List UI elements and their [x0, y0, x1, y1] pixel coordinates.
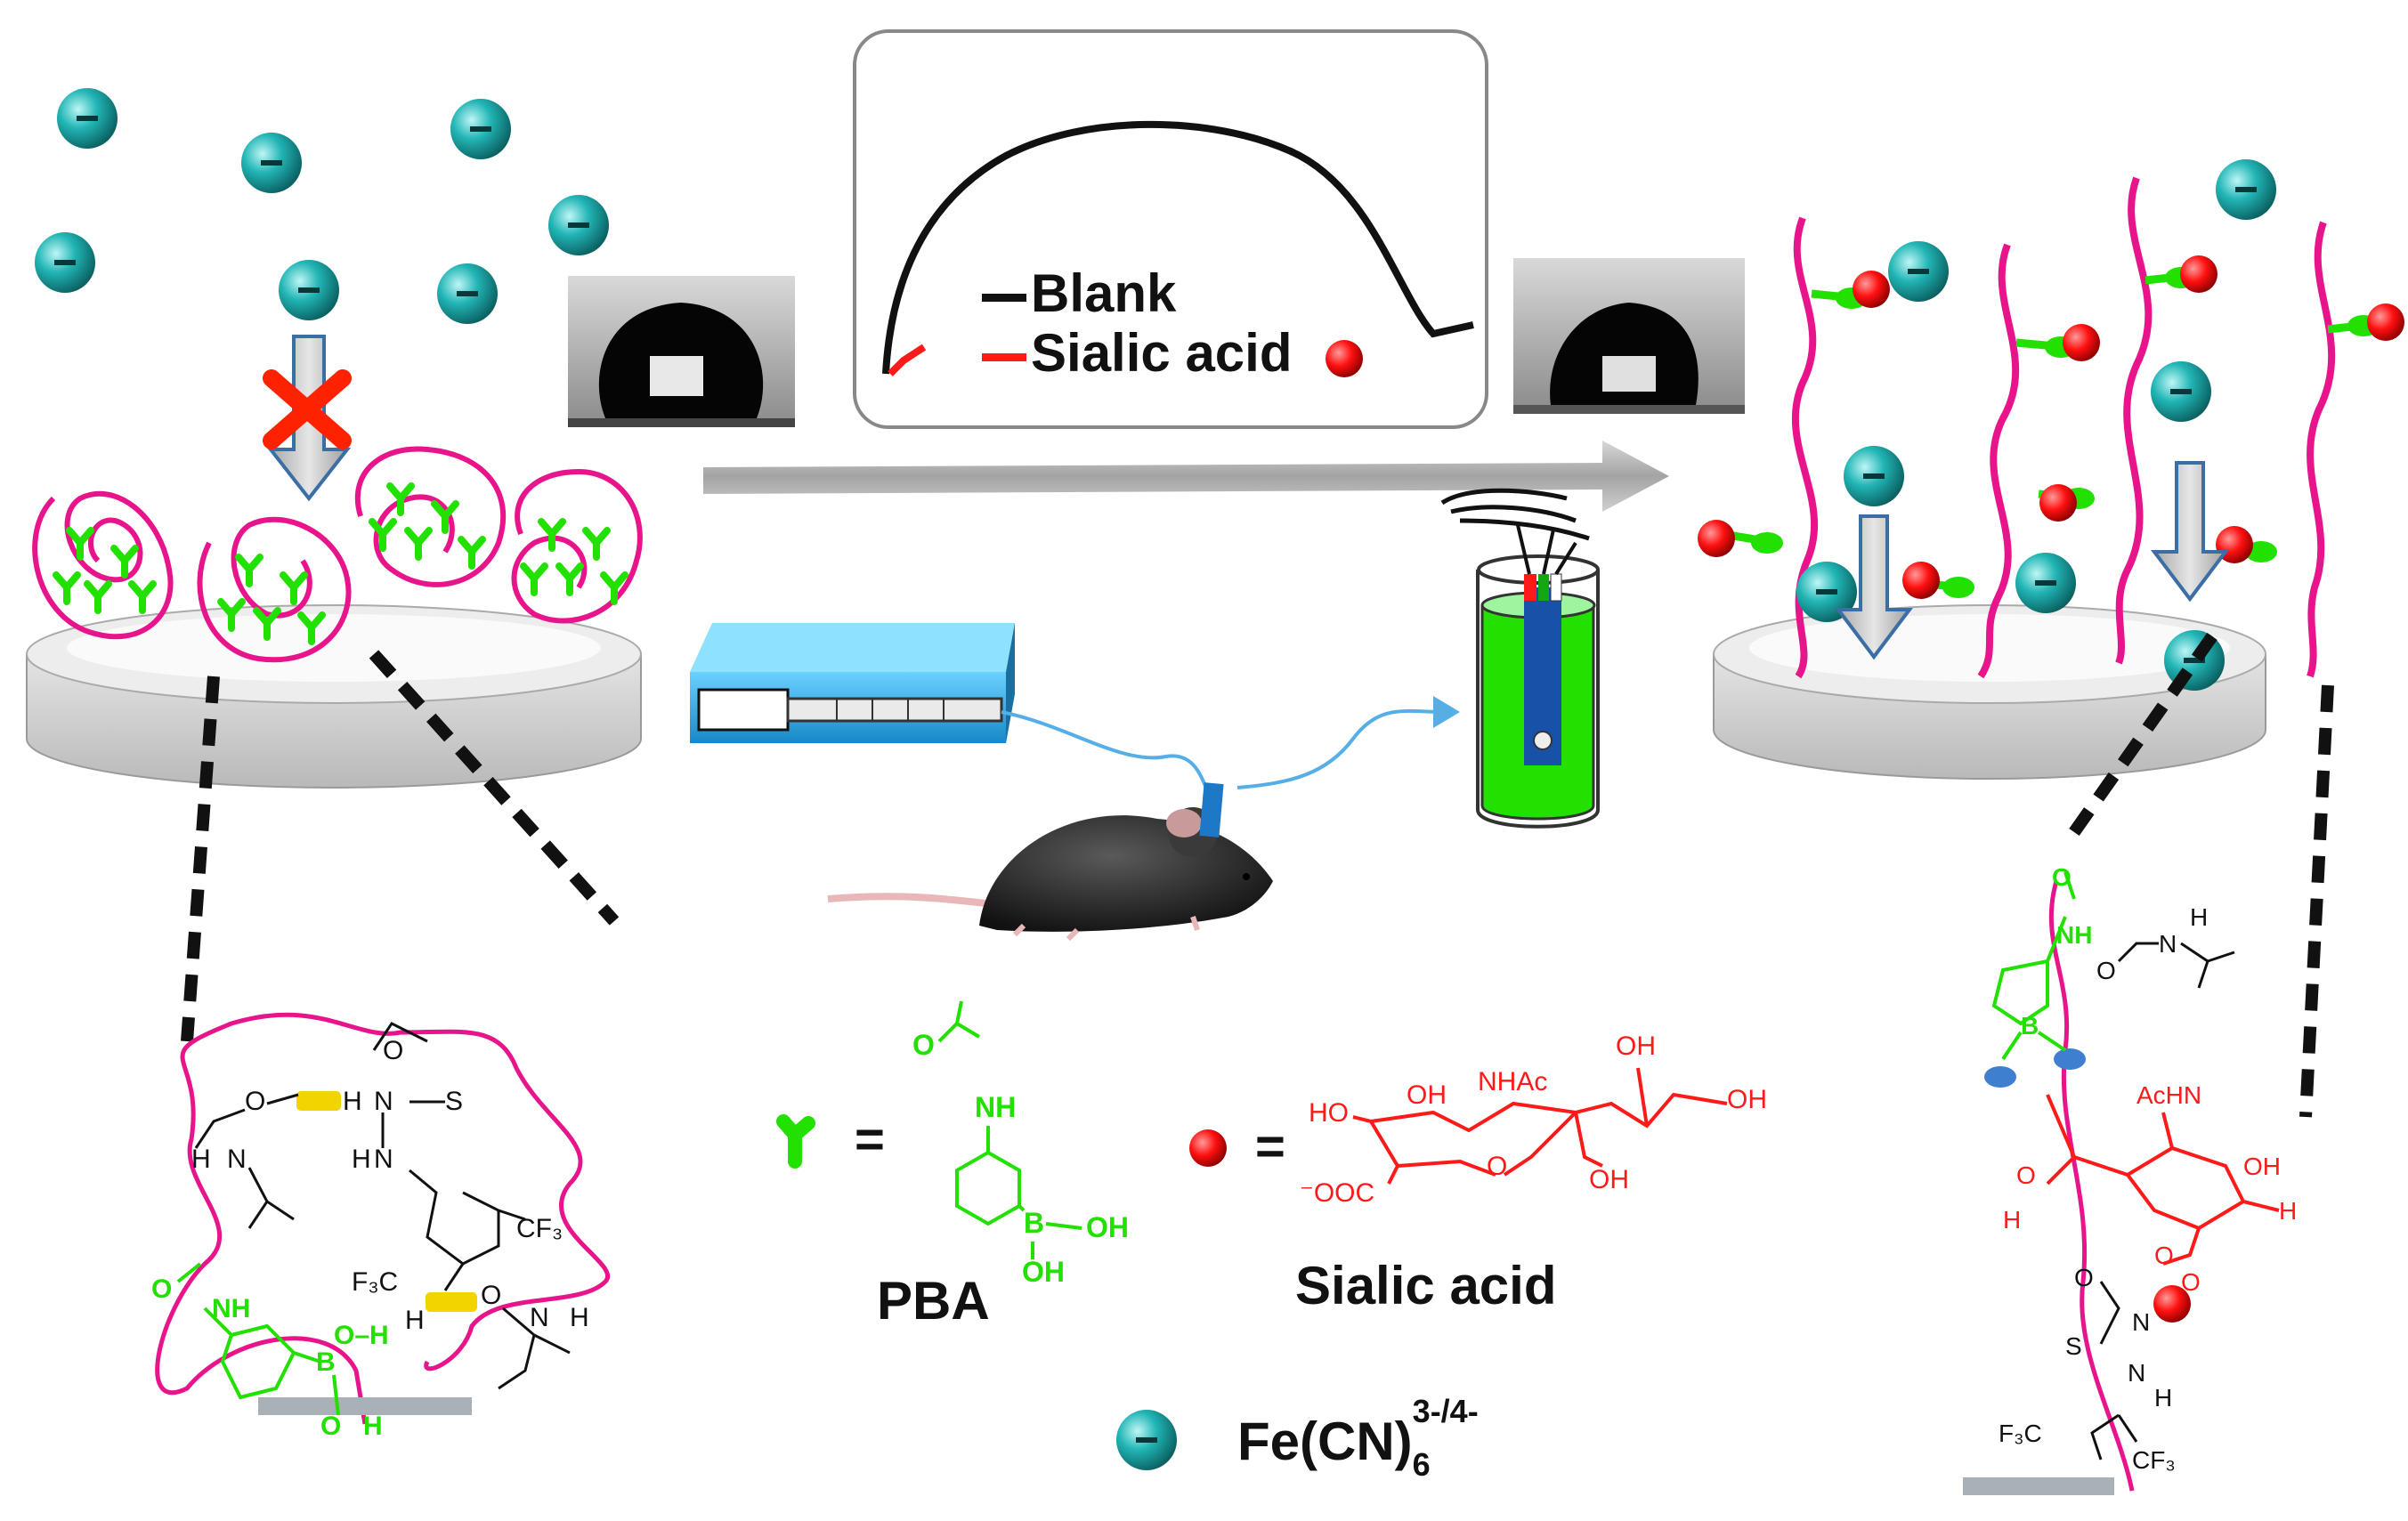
svg-text:O: O — [912, 1029, 935, 1061]
svg-text:H: H — [570, 1303, 589, 1332]
tubing-out — [1236, 708, 1443, 789]
pba-legend: = O NH B OH OH PBA — [776, 1000, 1129, 1331]
electrochemical-cell-icon — [1440, 488, 1600, 829]
svg-text:N: N — [374, 1087, 393, 1116]
svg-text:N: N — [2128, 1359, 2145, 1387]
left-anions — [35, 88, 609, 324]
svg-text:H: H — [363, 1412, 383, 1441]
extended-polymer-chains — [1791, 176, 2336, 679]
svg-text:S: S — [445, 1087, 463, 1116]
svg-text:NHAc: NHAc — [1478, 1067, 1547, 1096]
svg-text:NH: NH — [212, 1294, 250, 1323]
svg-text:O: O — [151, 1274, 172, 1304]
svg-text:OH: OH — [1616, 1032, 1656, 1061]
svg-text:OH: OH — [1727, 1085, 1767, 1114]
cv-inset: Blank Sialic acid — [853, 29, 1488, 429]
svg-text:OH: OH — [1407, 1080, 1447, 1110]
svg-text:H: H — [191, 1145, 211, 1174]
svg-text:O: O — [2074, 1264, 2094, 1291]
svg-text:O: O — [2016, 1161, 2036, 1189]
blocked-arrow — [263, 335, 352, 502]
sialic-structure: HO OH NHAc OH OH OH ⁻OOC O — [1300, 1032, 1767, 1208]
svg-text:N: N — [227, 1145, 247, 1174]
svg-text:H: H — [405, 1306, 425, 1335]
syringe-pump-icon — [690, 623, 1015, 743]
legend-sialic-acid: Sialic acid — [1031, 323, 1293, 383]
water-droplet-right — [1513, 258, 1745, 414]
svg-text:⁻OOC: ⁻OOC — [1300, 1178, 1374, 1208]
svg-text:CF₃: CF₃ — [2132, 1446, 2176, 1474]
anion-legend: Fe(CN)63-/4- — [1116, 1393, 1479, 1483]
passing-arrows — [1834, 461, 2230, 660]
svg-text:O: O — [481, 1281, 501, 1310]
svg-text:AcHN: AcHN — [2136, 1081, 2201, 1109]
sialic-label: Sialic acid — [1295, 1256, 1557, 1315]
red-cross-icon — [263, 369, 352, 449]
svg-text:F₃C: F₃C — [352, 1267, 398, 1297]
svg-text:NH: NH — [975, 1091, 1016, 1123]
process-arrow — [703, 441, 1669, 512]
pba-equals: = — [855, 1111, 885, 1169]
pba-sialic-complexes — [1698, 255, 2404, 599]
svg-text:N: N — [374, 1145, 393, 1174]
water-droplet-left — [568, 276, 795, 427]
svg-text:B: B — [1024, 1207, 1044, 1239]
left-electrode-disk — [26, 604, 642, 789]
svg-text:H: H — [2003, 1206, 2021, 1234]
pba-structure: O NH B OH OH — [912, 1029, 1129, 1288]
svg-text:O: O — [1487, 1152, 1507, 1181]
svg-text:OH: OH — [1022, 1256, 1065, 1288]
svg-text:H: H — [2190, 903, 2208, 931]
svg-text:O: O — [245, 1087, 265, 1116]
svg-text:H: H — [352, 1145, 371, 1174]
sialic-equals: = — [1255, 1118, 1285, 1176]
left-molecular-structure: O O H N S N H H N CF₃ F₃C O N H H O NH B… — [151, 1012, 610, 1441]
svg-text:O: O — [2181, 1268, 2201, 1296]
svg-text:OH: OH — [1589, 1165, 1629, 1194]
svg-text:N: N — [2132, 1308, 2150, 1336]
right-zoom-lines — [2069, 632, 2334, 1118]
svg-text:HO: HO — [1309, 1098, 1349, 1128]
right-molecular-structure: O NH B O N H O N S N H F₃C CF₃ AcHN OH O… — [1963, 863, 2297, 1495]
svg-text:OH: OH — [1086, 1211, 1129, 1243]
left-zoom-lines — [181, 650, 620, 1042]
svg-text:N: N — [2159, 930, 2177, 958]
svg-text:F₃C: F₃C — [1999, 1420, 2042, 1447]
svg-text:O: O — [320, 1412, 341, 1441]
svg-text:H: H — [2279, 1197, 2297, 1225]
svg-text:S: S — [2065, 1332, 2082, 1360]
svg-text:O: O — [383, 1036, 403, 1065]
svg-text:H: H — [2154, 1384, 2172, 1412]
svg-text:O–H: O–H — [334, 1321, 389, 1350]
svg-text:H: H — [343, 1087, 362, 1116]
anion-label: Fe(CN)63-/4- — [1237, 1393, 1479, 1483]
sialic-legend: = HO OH NHAc OH OH OH ⁻OOC O Sialic acid — [1189, 1032, 1767, 1315]
mouse-icon — [827, 782, 1273, 942]
tubing — [1001, 710, 1212, 802]
legend-blank: Blank — [1031, 263, 1177, 323]
svg-text:O: O — [2096, 957, 2116, 984]
svg-text:N: N — [530, 1303, 549, 1332]
svg-text:O: O — [2052, 863, 2072, 891]
flow-arrowhead — [1433, 696, 1460, 728]
pba-label: PBA — [877, 1271, 990, 1331]
svg-text:OH: OH — [2243, 1153, 2281, 1180]
svg-text:B: B — [316, 1347, 336, 1377]
